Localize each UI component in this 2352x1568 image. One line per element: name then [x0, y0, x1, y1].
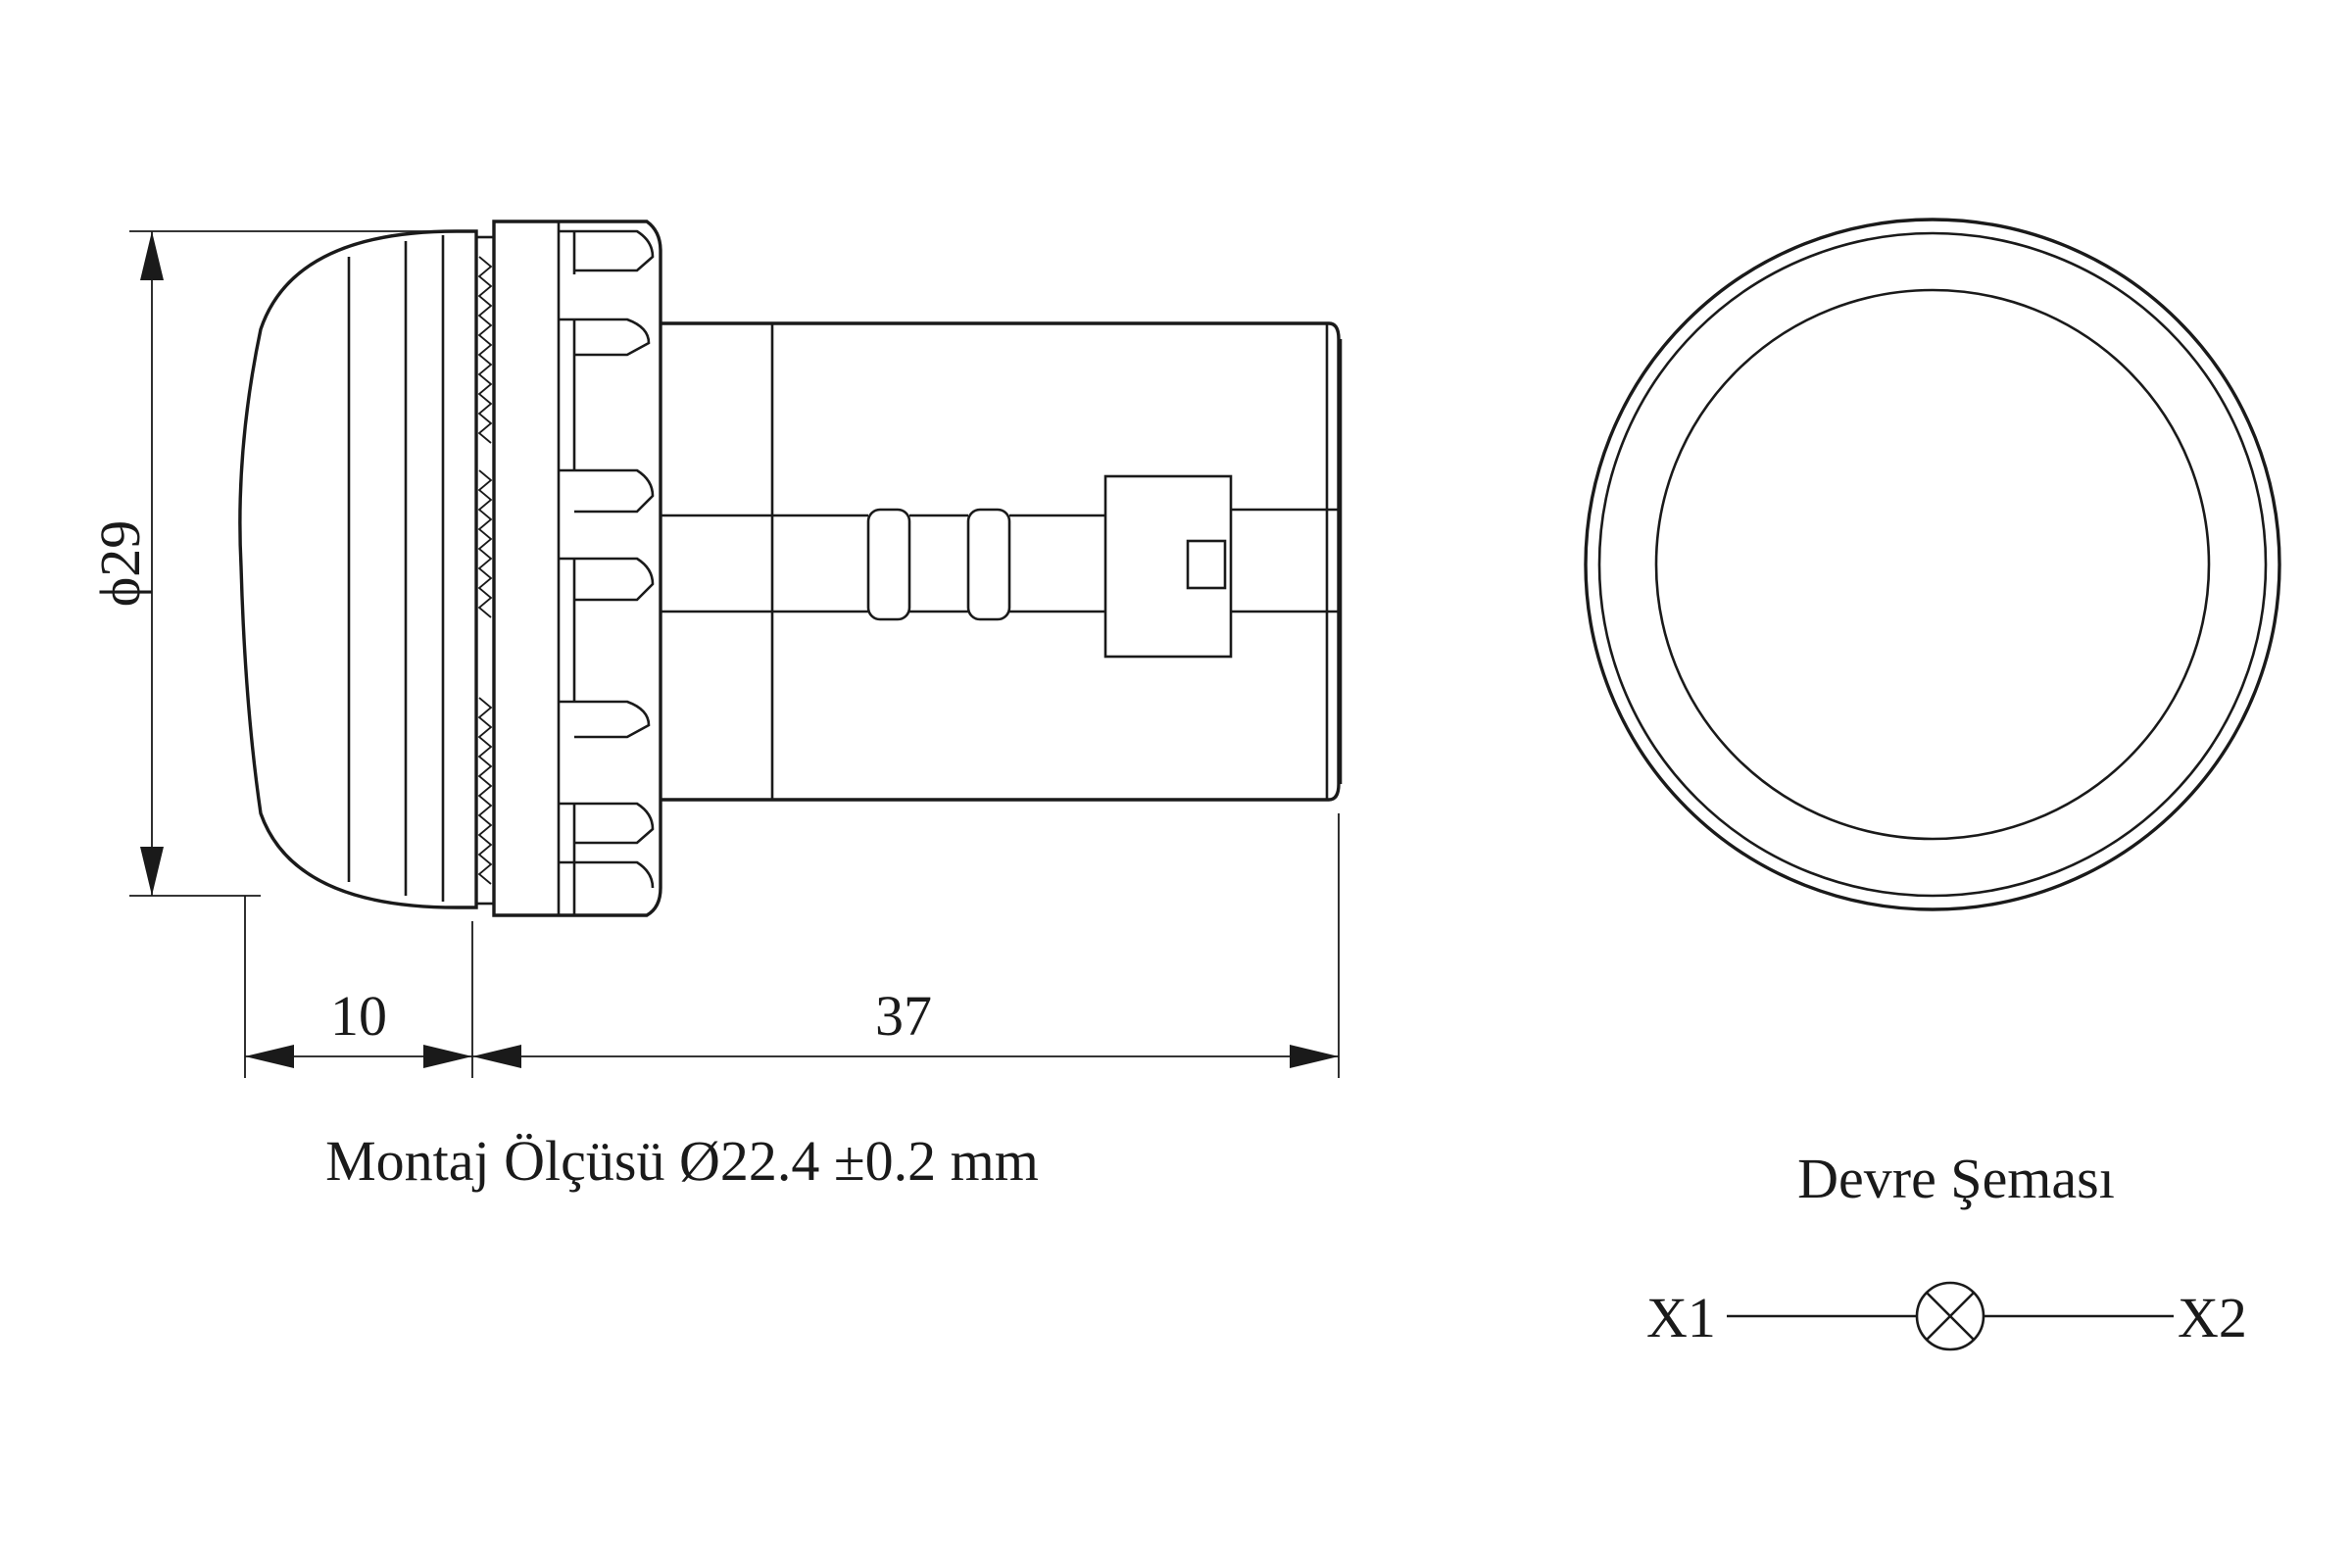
lens-cap	[238, 229, 478, 909]
arrowhead-dim37-left	[472, 1045, 521, 1068]
lamp-symbol-icon	[1915, 1281, 1985, 1351]
arrowhead-bottom	[140, 847, 164, 896]
arrowhead-dim10-right	[423, 1045, 472, 1068]
arrowhead-dim10-left	[245, 1045, 294, 1068]
front-middle-ring	[1597, 231, 2268, 898]
rear-body	[661, 321, 1343, 802]
terminal-x2-label: X2	[2178, 1286, 2247, 1349]
terminal-socket	[661, 474, 1341, 659]
dimension-10-label: 10	[330, 984, 387, 1048]
front-outer-ring	[1584, 218, 2281, 911]
arrowhead-dim37-right	[1290, 1045, 1339, 1068]
front-lens-ring	[1654, 288, 2211, 841]
mounting-caption: Montaj Ölçüsü Ø22.4 ±0.2 mm	[325, 1129, 1039, 1193]
diameter-dimension: ϕ29	[88, 230, 457, 897]
front-view	[1584, 218, 2281, 911]
mounting-collar	[492, 220, 662, 917]
diameter-label: ϕ29	[88, 520, 152, 608]
side-view: ϕ29 10 37 Montaj Ölçüsü Ø22.4 ±0.2 mm	[88, 220, 1343, 1193]
circuit-diagram: Devre Şeması X1 X2	[1646, 1147, 2247, 1351]
circuit-title: Devre Şeması	[1797, 1147, 2115, 1210]
length-dimensions: 10 37	[244, 813, 1340, 1078]
terminal-x1-label: X1	[1646, 1286, 1716, 1349]
dimension-37-label: 37	[875, 984, 932, 1048]
threaded-ring	[474, 235, 496, 906]
arrowhead-top	[140, 231, 164, 280]
